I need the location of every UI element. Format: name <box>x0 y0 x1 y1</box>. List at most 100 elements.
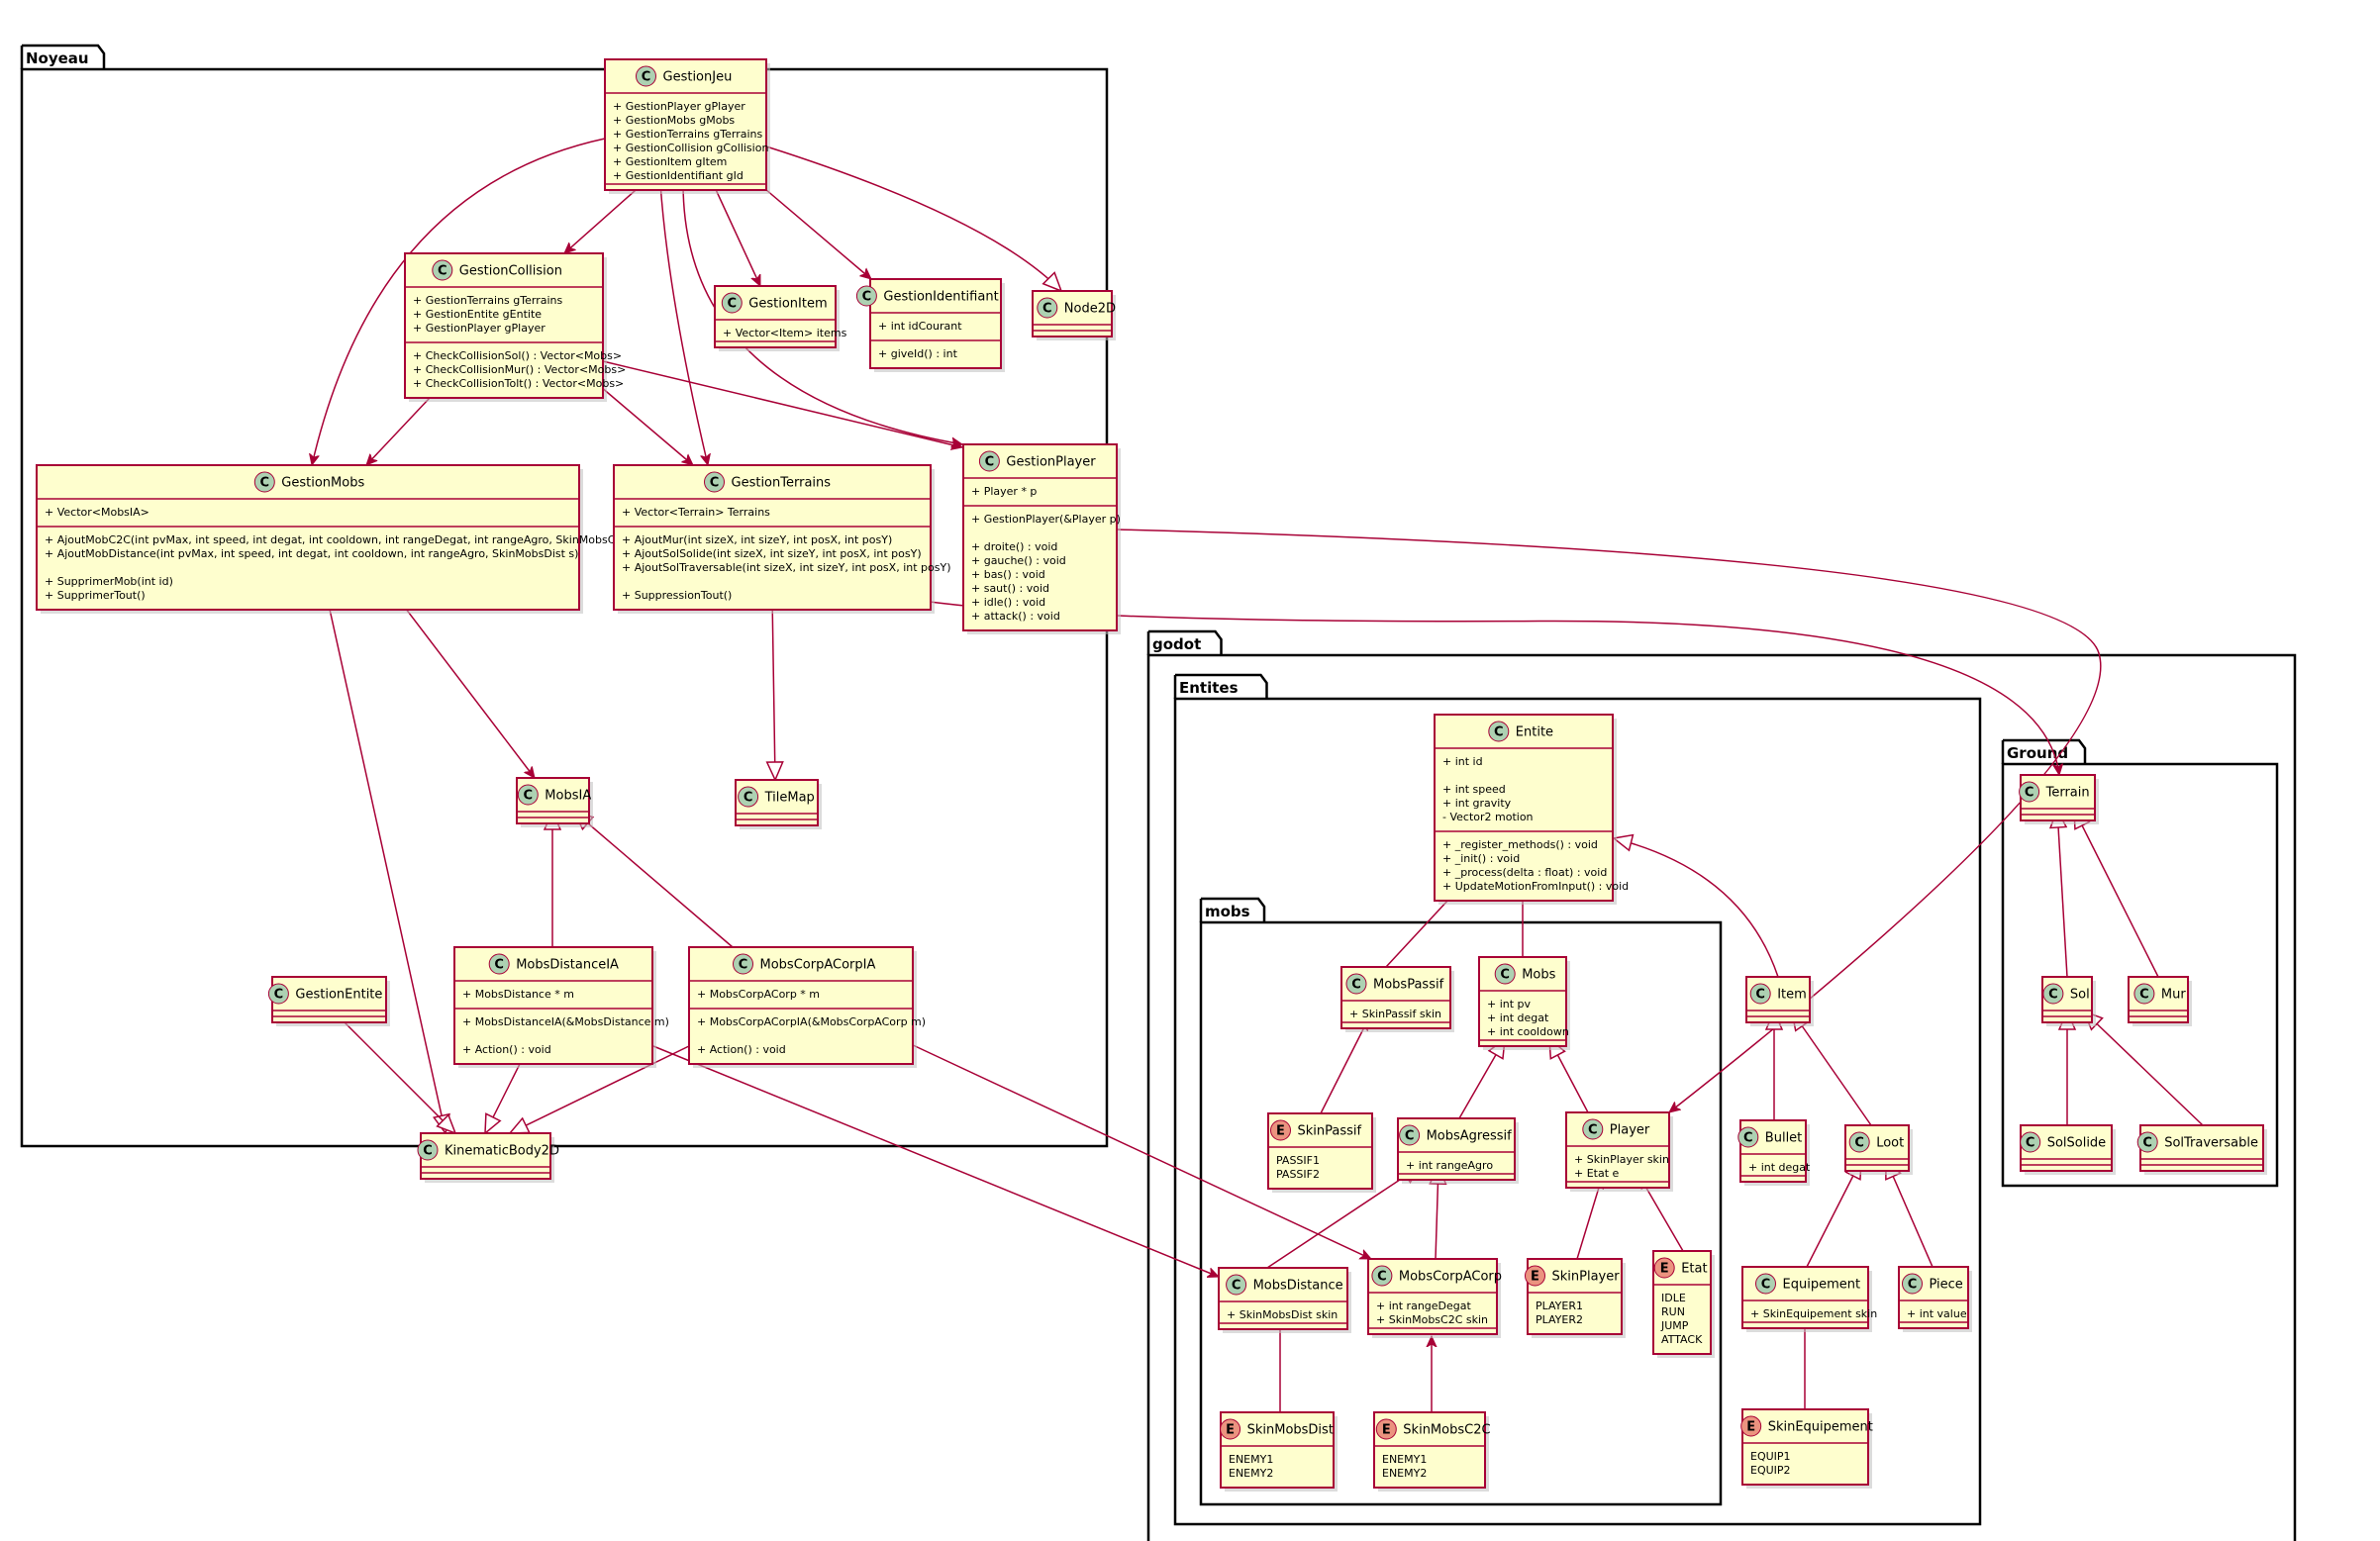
class-icon <box>738 786 759 808</box>
class-name: GestionCollision <box>459 264 562 279</box>
stereotype-letter: C <box>260 476 270 491</box>
class-member: + _process(delta : float) : void <box>1442 866 1607 879</box>
class-icon <box>2136 1131 2158 1153</box>
class-member: + AjoutSolSolide(int sizeX, int sizeY, i… <box>622 547 922 560</box>
class-member: + Vector<MobsIA> <box>45 506 149 519</box>
class-member: + int rangeAgro <box>1406 1159 1493 1172</box>
class-name: MobsAgressif <box>1427 1129 1513 1144</box>
association-arrow <box>751 177 871 279</box>
class-member: + GestionPlayer gPlayer <box>413 322 545 335</box>
class-member: + gauche() : void <box>971 554 1066 567</box>
class-icon <box>253 471 275 493</box>
class-icon <box>417 1139 439 1161</box>
class-name: MobsDistanceIA <box>516 958 619 973</box>
inheritance-arrow <box>2057 810 2068 978</box>
class-member: + SkinEquipement skin <box>1750 1307 1877 1320</box>
stereotype-letter: C <box>1588 1123 1598 1138</box>
class-icon <box>1902 1273 1923 1295</box>
class-box <box>453 946 653 1065</box>
class-icon <box>2133 983 2155 1005</box>
relations-layer <box>312 138 2204 1412</box>
class-name: MobsCorpACorp <box>1399 1270 1502 1285</box>
class-icon <box>1737 1126 1759 1148</box>
class-name: Sol <box>2070 988 2090 1003</box>
inheritance-arrow <box>1458 1039 1505 1119</box>
class-name: GestionIdentifiant <box>883 290 998 305</box>
class-member: + GestionCollision gCollision <box>613 142 768 154</box>
class-member: + giveId() : int <box>878 347 958 360</box>
class-member: + _init() : void <box>1442 852 1520 865</box>
class-box <box>1478 956 1567 1047</box>
class-box <box>36 464 580 611</box>
association-arrow <box>312 138 606 465</box>
class-icon <box>432 259 453 281</box>
class-member: + bas() : void <box>971 568 1045 581</box>
enum-icon <box>1525 1265 1545 1287</box>
class-name: Item <box>1777 988 1807 1003</box>
class-icon <box>978 450 1000 472</box>
inheritance-arrow <box>341 1018 455 1133</box>
stereotype-letter: E <box>1226 1423 1235 1438</box>
class-member: + CheckCollisionMur() : Vector<Mobs> <box>413 363 626 376</box>
class-member: + int gravity <box>1442 797 1512 810</box>
enum-value: RUN <box>1661 1305 1685 1318</box>
package-label: godot <box>1152 635 1201 653</box>
class-member: + GestionIdentifiant gId <box>613 169 744 182</box>
package-tab <box>2003 738 2087 764</box>
class-name: SolSolide <box>2047 1136 2107 1151</box>
class-name: GestionPlayer <box>1006 455 1096 470</box>
inheritance-arrow <box>574 812 734 948</box>
class-member: + GestionItem gItem <box>613 155 727 168</box>
class-member: + GestionPlayer gPlayer <box>613 100 745 113</box>
class-name: SolTraversable <box>2164 1136 2258 1151</box>
class-icon <box>721 292 743 314</box>
inheritance-arrow <box>1614 838 1779 978</box>
class-member: + int rangeDegat <box>1376 1300 1471 1312</box>
class-member: + MobsCorpACorpIA(&MobsCorpACorp m) <box>697 1015 926 1028</box>
package-ground: Ground <box>2001 738 2279 1188</box>
stereotype-letter: C <box>744 791 753 806</box>
association-arrow <box>682 182 962 444</box>
enum-icon <box>1270 1119 1291 1141</box>
stereotype-letter: C <box>1042 302 1052 317</box>
class-name: MobsIA <box>545 789 591 804</box>
association-arrow <box>593 380 693 465</box>
